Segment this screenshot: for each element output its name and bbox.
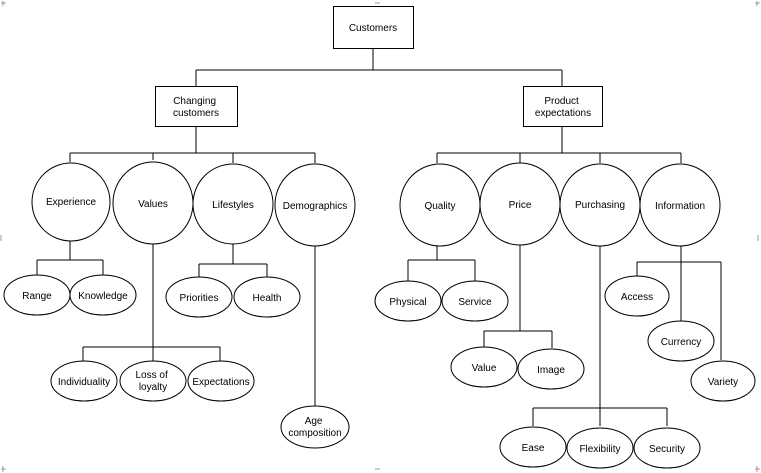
node-loss-of-loyalty: Loss of loyalty (119, 360, 187, 402)
label-range: Range (22, 291, 52, 302)
label-information: Information (655, 201, 705, 212)
label-ease: Ease (522, 443, 545, 454)
label-service: Service (458, 297, 492, 308)
node-flexibility: Flexibility (566, 427, 634, 469)
node-health: Health (233, 276, 301, 318)
node-age-composition: Age composition (280, 405, 350, 449)
label-access: Access (621, 292, 653, 303)
node-access: Access (604, 275, 670, 317)
connectors (36, 49, 722, 426)
label-knowledge: Knowledge (78, 291, 128, 302)
label-individuality: Individuality (58, 377, 110, 388)
label-changing-customers-line-2: customers (173, 108, 219, 119)
label-age-composition: Age composition (288, 416, 341, 439)
label-age-composition-line: Age (305, 416, 323, 427)
node-physical: Physical (374, 280, 442, 322)
node-service: Service (441, 280, 509, 322)
node-knowledge: Knowledge (69, 274, 137, 316)
node-values: Values (112, 161, 194, 245)
label-expectations: Expectations (192, 377, 249, 388)
label-image: Image (537, 365, 565, 376)
label-changing-customers: Changing customers (173, 96, 219, 119)
label-product-expectations-line: Product (544, 96, 579, 107)
node-price: Price (479, 162, 561, 246)
label-health: Health (253, 293, 282, 304)
label-product-expectations-line-2: expectations (535, 108, 591, 119)
label-loss-of-loyalty-line: Loss of (135, 370, 167, 381)
label-quality: Quality (424, 201, 455, 212)
label-currency: Currency (661, 337, 702, 348)
label-lifestyles: Lifestyles (212, 200, 254, 211)
label-product-expectations: Product expectations (535, 96, 591, 119)
node-priorities: Priorities (165, 276, 233, 318)
label-price: Price (509, 200, 532, 211)
label-security: Security (649, 444, 685, 455)
label-value: Value (472, 363, 497, 374)
label-flexibility: Flexibility (579, 444, 620, 455)
label-values: Values (138, 199, 168, 210)
node-individuality: Individuality (50, 360, 118, 402)
node-security: Security (633, 427, 701, 469)
label-loss-of-loyalty-line-2: loyalty (139, 382, 167, 393)
label-variety: Variety (708, 377, 738, 388)
node-information: Information (639, 163, 721, 247)
node-product-expectations: Product expectations (523, 86, 603, 127)
node-lifestyles: Lifestyles (192, 163, 274, 245)
label-experience: Experience (46, 197, 96, 208)
node-image: Image (517, 348, 585, 390)
node-demographics: Demographics (274, 163, 356, 247)
label-priorities: Priorities (180, 293, 219, 304)
node-variety: Variety (690, 360, 756, 402)
label-age-composition-line-2: composition (288, 428, 341, 439)
node-quality: Quality (399, 163, 481, 247)
label-customers: Customers (349, 23, 397, 34)
node-expectations: Expectations (187, 360, 255, 402)
node-value: Value (450, 346, 518, 388)
node-customers: Customers (333, 6, 414, 49)
node-ease: Ease (499, 426, 567, 468)
label-purchasing: Purchasing (575, 200, 625, 211)
label-demographics: Demographics (283, 201, 347, 212)
label-changing-customers-line: Changing (173, 96, 216, 107)
node-purchasing: Purchasing (559, 163, 641, 247)
node-range: Range (3, 274, 71, 316)
label-loss-of-loyalty: Loss of loyalty (135, 370, 170, 393)
label-physical: Physical (389, 297, 426, 308)
node-experience: Experience (31, 162, 111, 242)
node-currency: Currency (647, 320, 715, 362)
node-changing-customers: Changing customers (155, 86, 238, 127)
